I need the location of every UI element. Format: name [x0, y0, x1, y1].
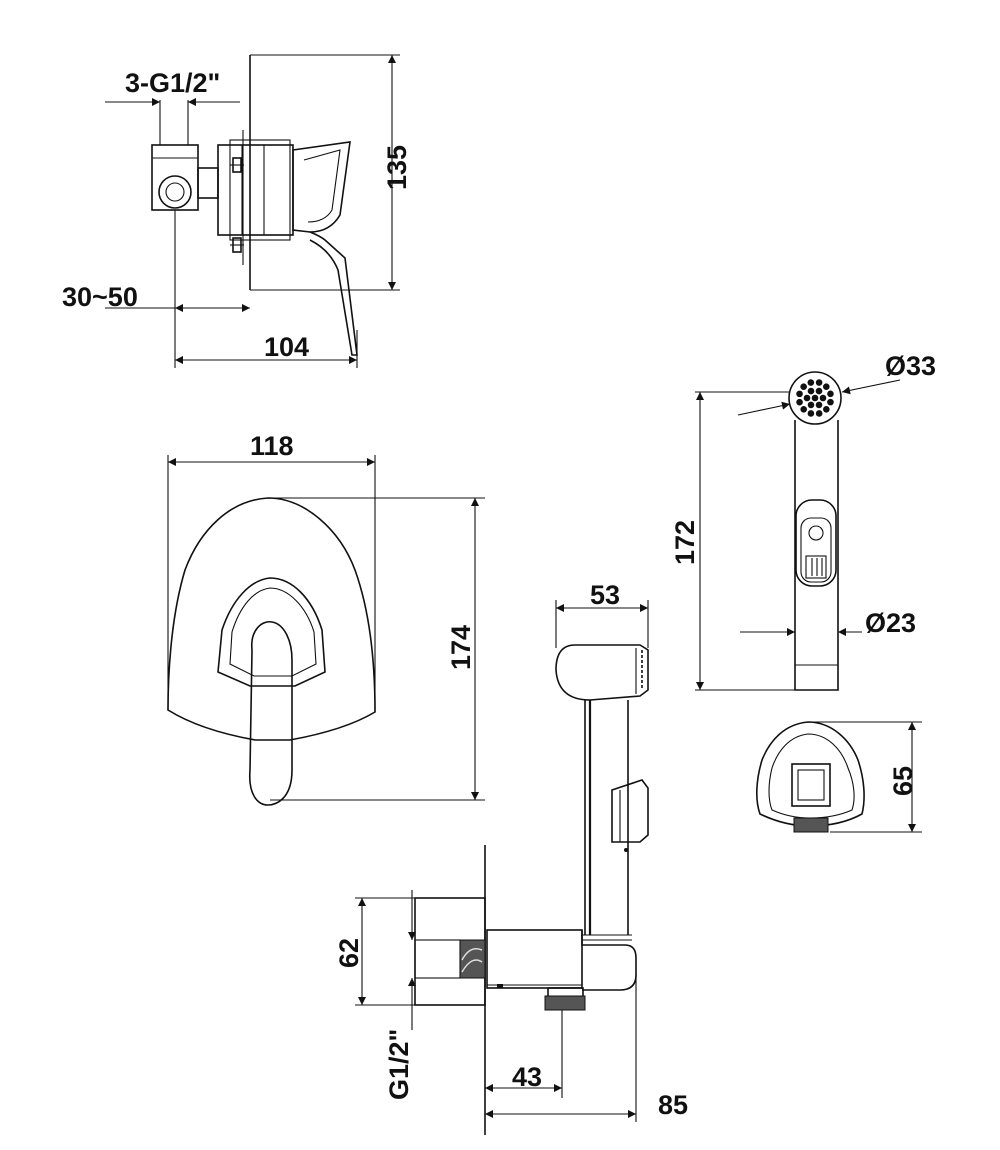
nozzle-hole — [815, 410, 823, 417]
dim-plate-width: 118 — [250, 431, 294, 461]
dim-spray-head-diameter: Ø33 — [885, 351, 936, 381]
dim-valve-height: 135 — [382, 145, 412, 190]
nozzle-hole — [796, 390, 803, 398]
nozzle-hole — [807, 387, 815, 395]
nozzle-hole — [800, 383, 807, 391]
nozzle-hole — [800, 406, 808, 413]
dim-wall-depth-range: 30~50 — [62, 282, 138, 312]
dim-spray-handle-diameter: Ø23 — [865, 608, 916, 638]
nozzle-hole — [823, 405, 830, 413]
spray-head-view: Ø33 172 Ø23 — [670, 351, 936, 691]
dim-holder-width: 53 — [590, 580, 620, 610]
nozzle-hole — [827, 390, 834, 398]
dim-plate-height: 174 — [446, 625, 476, 670]
elbow-holder-side-view: 53 62 G1/2" 43 85 — [334, 580, 688, 1135]
dim-inlet-thread-count: 3-G1/2" — [125, 68, 220, 98]
valve-side-view: 3-G1/2" 135 30~50 104 — [62, 54, 412, 368]
nozzle-hole — [822, 383, 830, 390]
nozzle-hole — [827, 398, 834, 406]
holder-top-view: 65 — [756, 721, 922, 833]
dim-spray-length: 172 — [670, 520, 700, 565]
nozzle-hole — [815, 387, 823, 395]
nozzle-hole — [815, 379, 823, 386]
nozzle-hole — [807, 410, 815, 417]
nozzle-hole — [796, 398, 803, 406]
nozzle-hole — [815, 401, 823, 409]
dim-holder-depth: 65 — [888, 766, 918, 796]
dim-elbow-height: 62 — [334, 938, 364, 968]
nozzle-hole — [811, 394, 819, 402]
nozzle-hole — [803, 394, 811, 402]
nozzle-hole — [819, 394, 827, 402]
dim-outlet-offset: 43 — [512, 1062, 542, 1092]
plate-front-view: 118 174 — [167, 431, 485, 806]
dim-elbow-projection: 85 — [658, 1090, 688, 1120]
dim-elbow-thread: G1/2" — [384, 1029, 414, 1100]
nozzle-holes — [796, 379, 834, 417]
nozzle-hole — [807, 379, 815, 386]
nozzle-hole — [807, 401, 815, 409]
dim-valve-depth: 104 — [264, 332, 309, 362]
